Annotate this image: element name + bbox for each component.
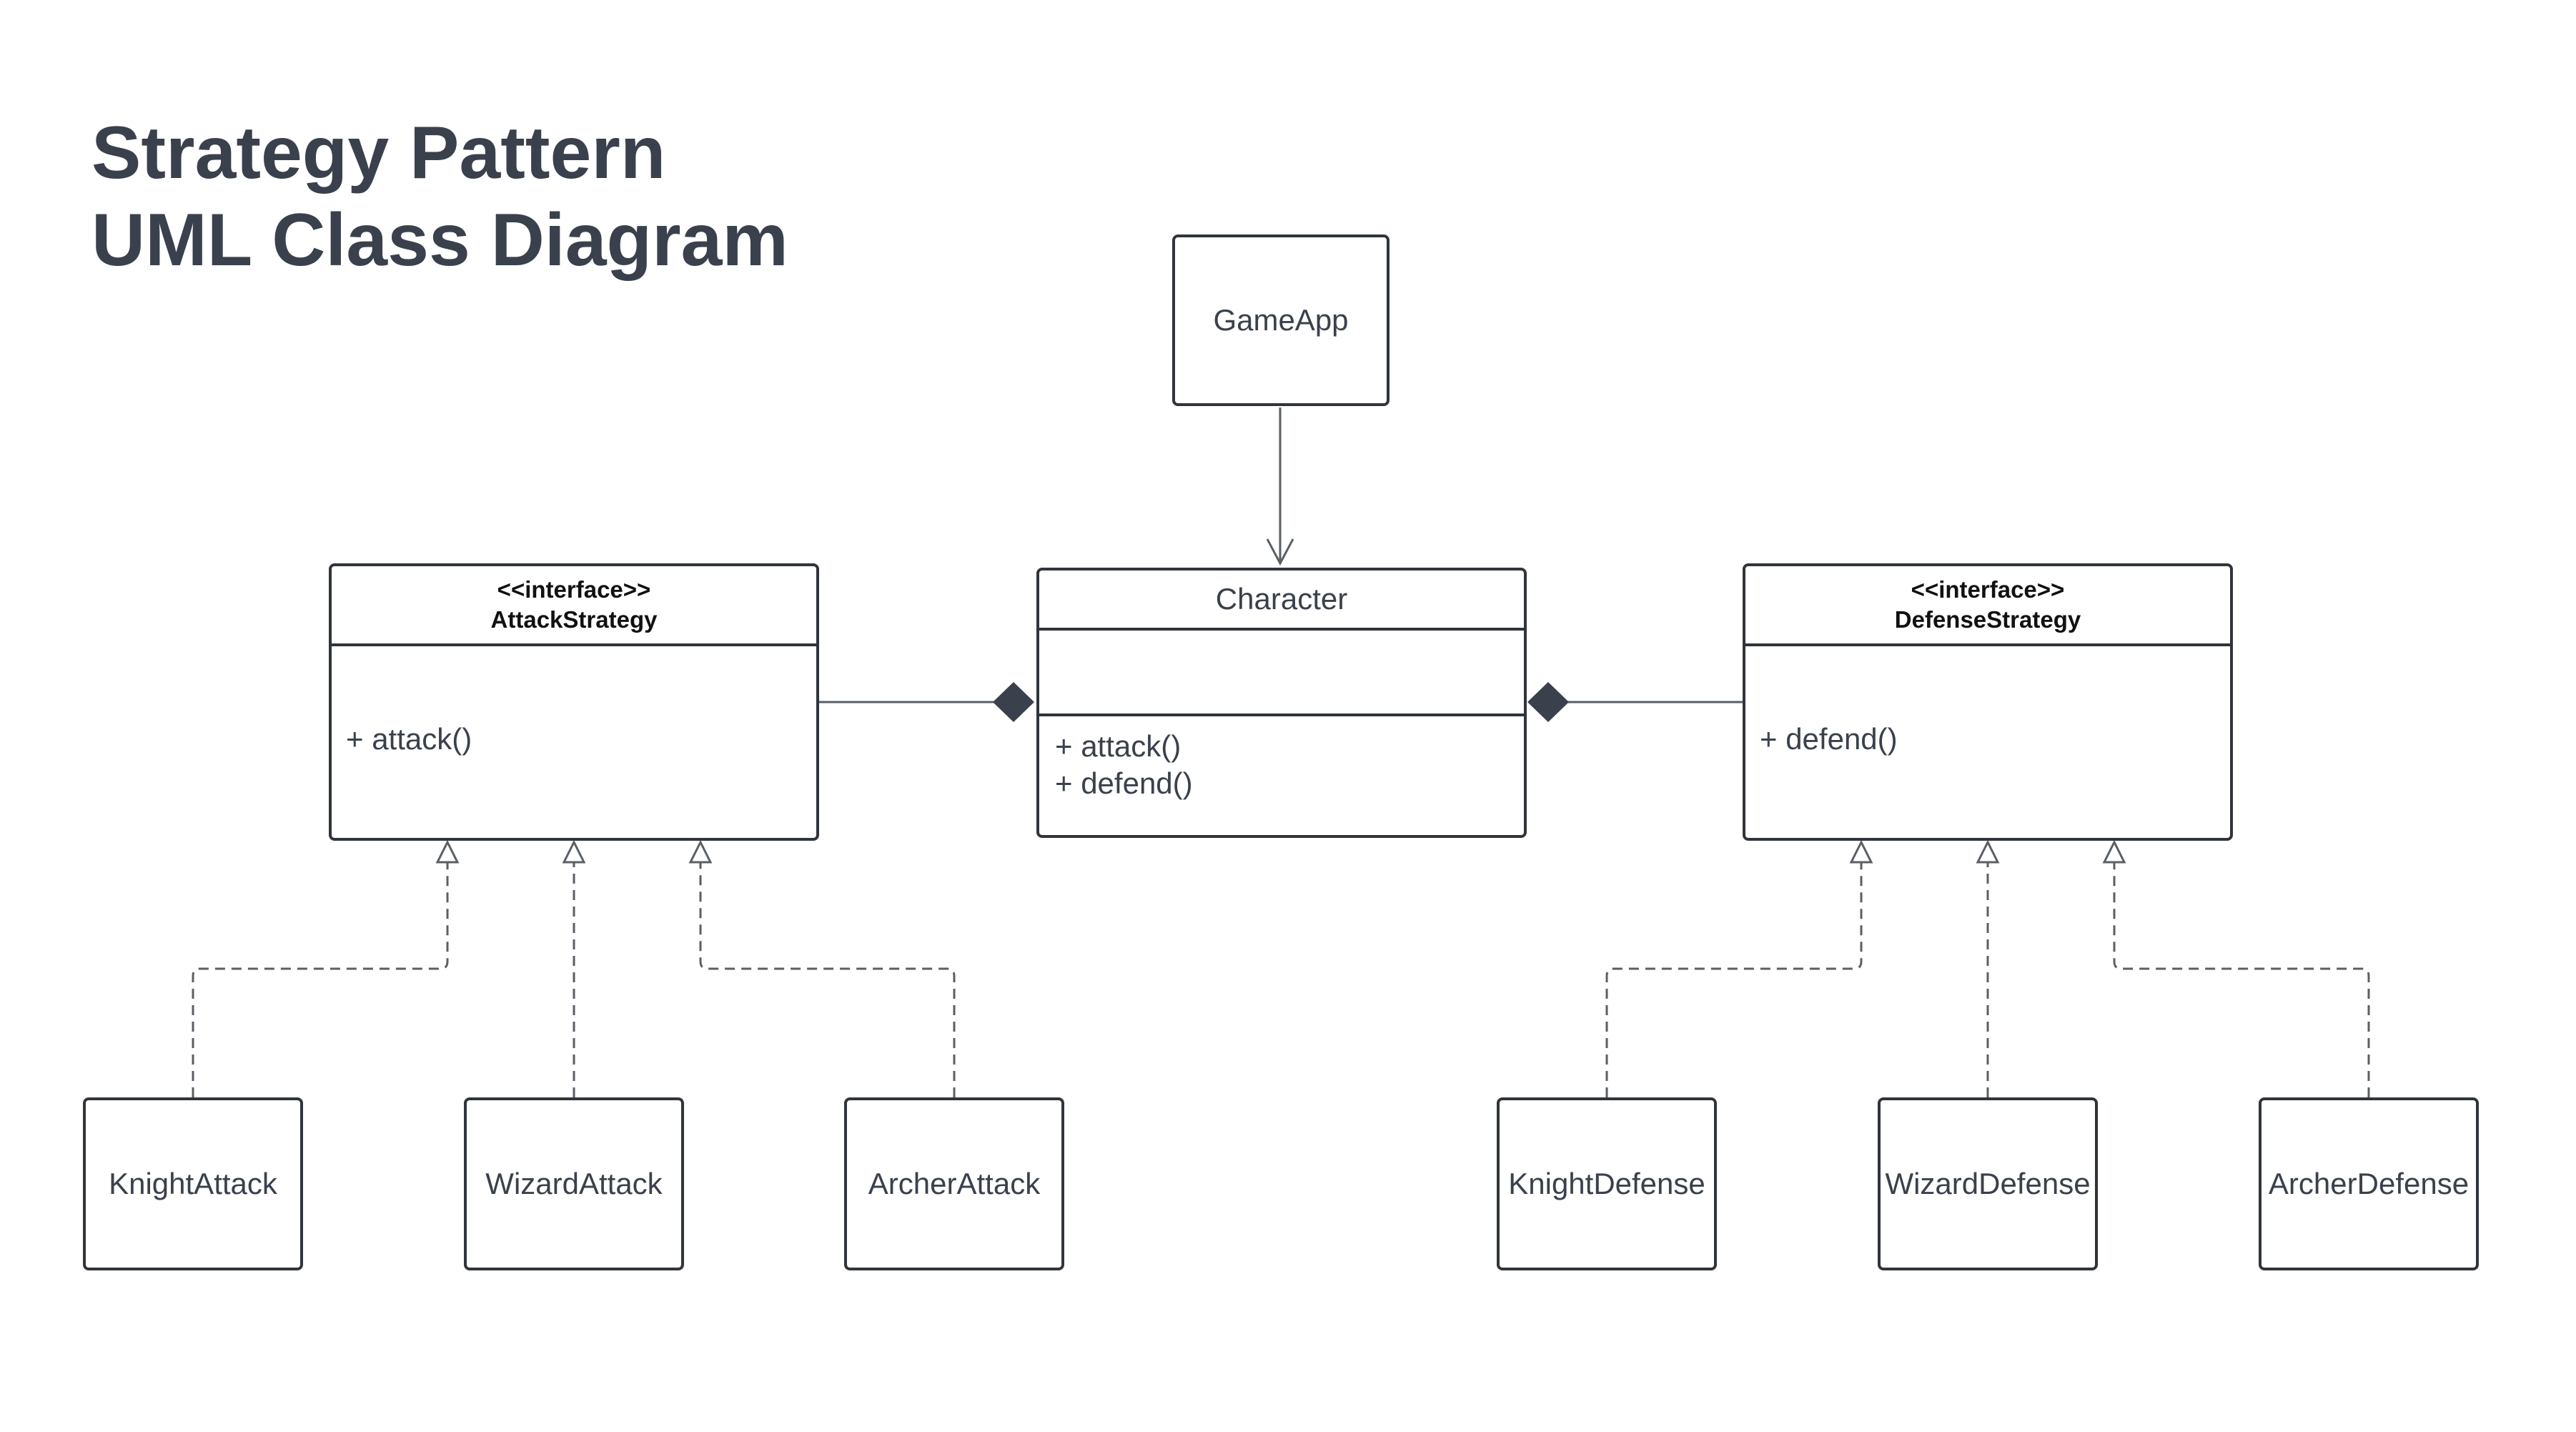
class-knightdefense[interactable]: KnightDefense [1497, 1097, 1717, 1270]
class-wizardattack-name: WizardAttack [485, 1167, 663, 1200]
realization-triangle-archerattack [688, 839, 713, 864]
interface-attackstrategy-header: <<interface>> AttackStrategy [332, 566, 816, 646]
class-wizardattack[interactable]: WizardAttack [464, 1097, 684, 1270]
realization-triangle-wizarddefense [1976, 839, 2000, 864]
class-gameapp-name: GameApp [1213, 303, 1349, 337]
interface-defensestrategy-header: <<interface>> DefenseStrategy [1745, 566, 2230, 646]
interface-defensestrategy[interactable]: <<interface>> DefenseStrategy + defend() [1743, 563, 2233, 841]
interface-stereotype-label: <<interface>> [1911, 576, 2065, 603]
interface-defensestrategy-operation: + defend() [1760, 722, 1898, 756]
class-archerdefense-name: ArcherDefense [2268, 1167, 2470, 1200]
interface-stereotype-label: <<interface>> [497, 576, 651, 603]
class-archerdefense[interactable]: ArcherDefense [2259, 1097, 2479, 1270]
realization-triangle-wizardattack [562, 839, 586, 864]
realization-triangle-knightdefense [1849, 839, 1873, 864]
class-character-header: Character [1039, 571, 1524, 631]
class-character-operation-attack: + attack() [1055, 729, 1182, 763]
composition-diamond-defense [1527, 682, 1569, 722]
realization-triangle-knightattack [435, 839, 460, 864]
diagram-title-line2: UML Class Diagram [91, 199, 788, 282]
interface-attackstrategy-operation: + attack() [346, 722, 472, 756]
class-wizarddefense[interactable]: WizardDefense [1878, 1097, 2098, 1270]
class-gameapp[interactable]: GameApp [1172, 234, 1389, 406]
diagram-title-line1: Strategy Pattern [91, 112, 666, 194]
interface-defensestrategy-name: DefenseStrategy [1894, 606, 2081, 633]
class-knightdefense-name: KnightDefense [1508, 1167, 1705, 1200]
class-archerattack[interactable]: ArcherAttack [844, 1097, 1064, 1270]
interface-attackstrategy[interactable]: <<interface>> AttackStrategy + attack() [329, 563, 819, 841]
interface-attackstrategy-name: AttackStrategy [490, 606, 658, 633]
realization-triangle-archerdefense [2102, 839, 2126, 864]
class-character[interactable]: Character + attack() + defend() [1036, 568, 1527, 838]
class-character-operations: + attack() + defend() [1055, 728, 1193, 802]
realization-line-archerdefense [2113, 862, 2370, 1097]
class-character-name: Character [1215, 582, 1348, 616]
class-archerattack-name: ArcherAttack [868, 1167, 1041, 1200]
class-character-operation-defend: + defend() [1055, 766, 1193, 800]
class-knightattack-name: KnightAttack [109, 1167, 277, 1200]
realization-line-archerattack [699, 862, 956, 1097]
composition-diamond-attack [993, 682, 1034, 722]
realization-line-knightdefense [1605, 862, 1863, 1097]
class-wizarddefense-name: WizardDefense [1885, 1167, 2091, 1200]
class-knightattack[interactable]: KnightAttack [83, 1097, 303, 1270]
realization-line-knightattack [192, 862, 449, 1097]
class-character-attributes [1039, 628, 1524, 716]
